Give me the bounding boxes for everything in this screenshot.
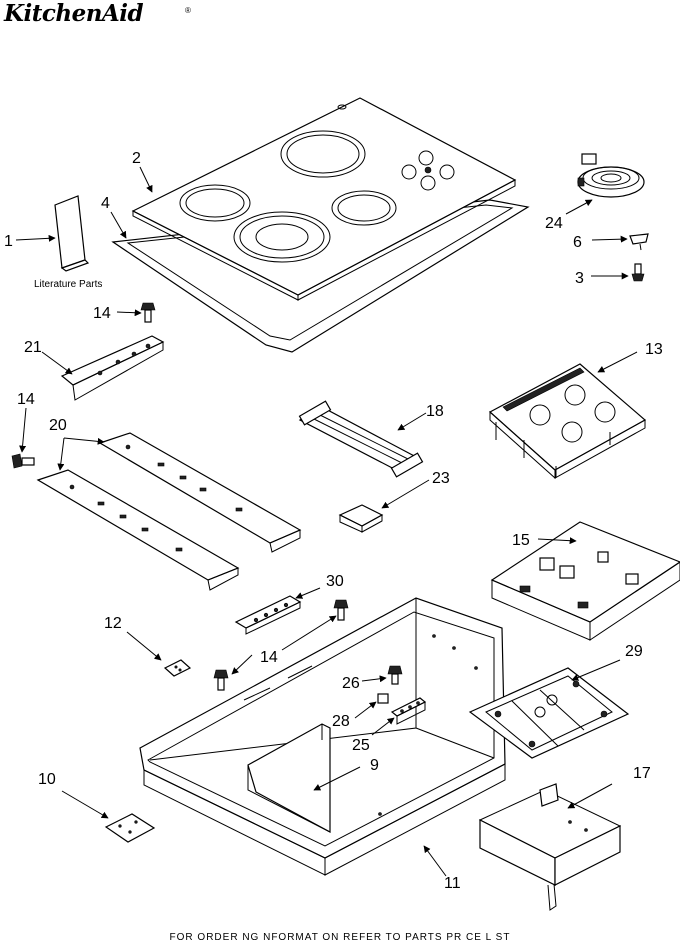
ribbon-cable-18 [298,400,424,478]
screw-14-base-b [213,669,229,691]
callout-15: 15 [512,532,530,549]
rail-20-upper [98,432,302,553]
callout-21: 21 [24,339,42,356]
label-12 [163,659,192,677]
callout-29: 29 [625,643,643,660]
footer-note: FOR ORDER NG NFORMAT ON REFER TO PARTS P… [169,932,511,943]
bracket-21 [60,335,165,401]
callout-9: 9 [370,757,379,774]
screw-14-left [11,453,35,469]
bracket-23 [338,504,384,533]
grommet-28 [377,693,389,704]
screw-26 [387,665,403,685]
callout-24: 24 [545,215,563,232]
callout-25: 25 [352,737,370,754]
callout-2: 2 [132,150,141,167]
callout-11: 11 [444,875,461,892]
callout-26: 26 [342,675,360,692]
callout-13: 13 [645,341,663,358]
callout-1: 1 [4,233,13,250]
plate-10 [104,813,156,843]
callout-3: 3 [575,270,584,287]
power-board-15 [490,521,680,641]
callout-12: 12 [104,615,122,632]
literature-parts-label: Literature Parts [34,279,102,290]
callout-20: 20 [49,417,67,434]
callout-23: 23 [432,470,450,487]
screw-3 [631,263,645,282]
callout-17: 17 [633,765,651,782]
screw-14-base-a [333,599,349,621]
callout-30: 30 [326,573,344,590]
callout-28: 28 [332,713,350,730]
callout-18: 18 [426,403,444,420]
callout-6: 6 [573,234,582,251]
element-clip [629,233,649,251]
glass-cooktop [131,97,517,301]
registered-mark: ® [185,6,191,15]
literature-booklet [54,195,90,272]
callout-14-base: 14 [260,649,278,666]
surface-element [577,153,645,198]
callout-14-left: 14 [17,391,35,408]
brand-logo: KitchenAid [4,0,144,27]
shield-9 [247,723,331,834]
callout-14-top: 14 [93,305,111,322]
control-board-13 [488,363,647,480]
terminal-strip-25 [390,697,427,725]
terminal-block-30 [234,595,302,635]
box-17 [478,783,622,911]
callout-10: 10 [38,771,56,788]
screw-14-top [140,302,156,323]
callout-4: 4 [101,195,110,212]
rail-20-lower [36,469,240,591]
mounting-plate-29 [468,667,630,759]
